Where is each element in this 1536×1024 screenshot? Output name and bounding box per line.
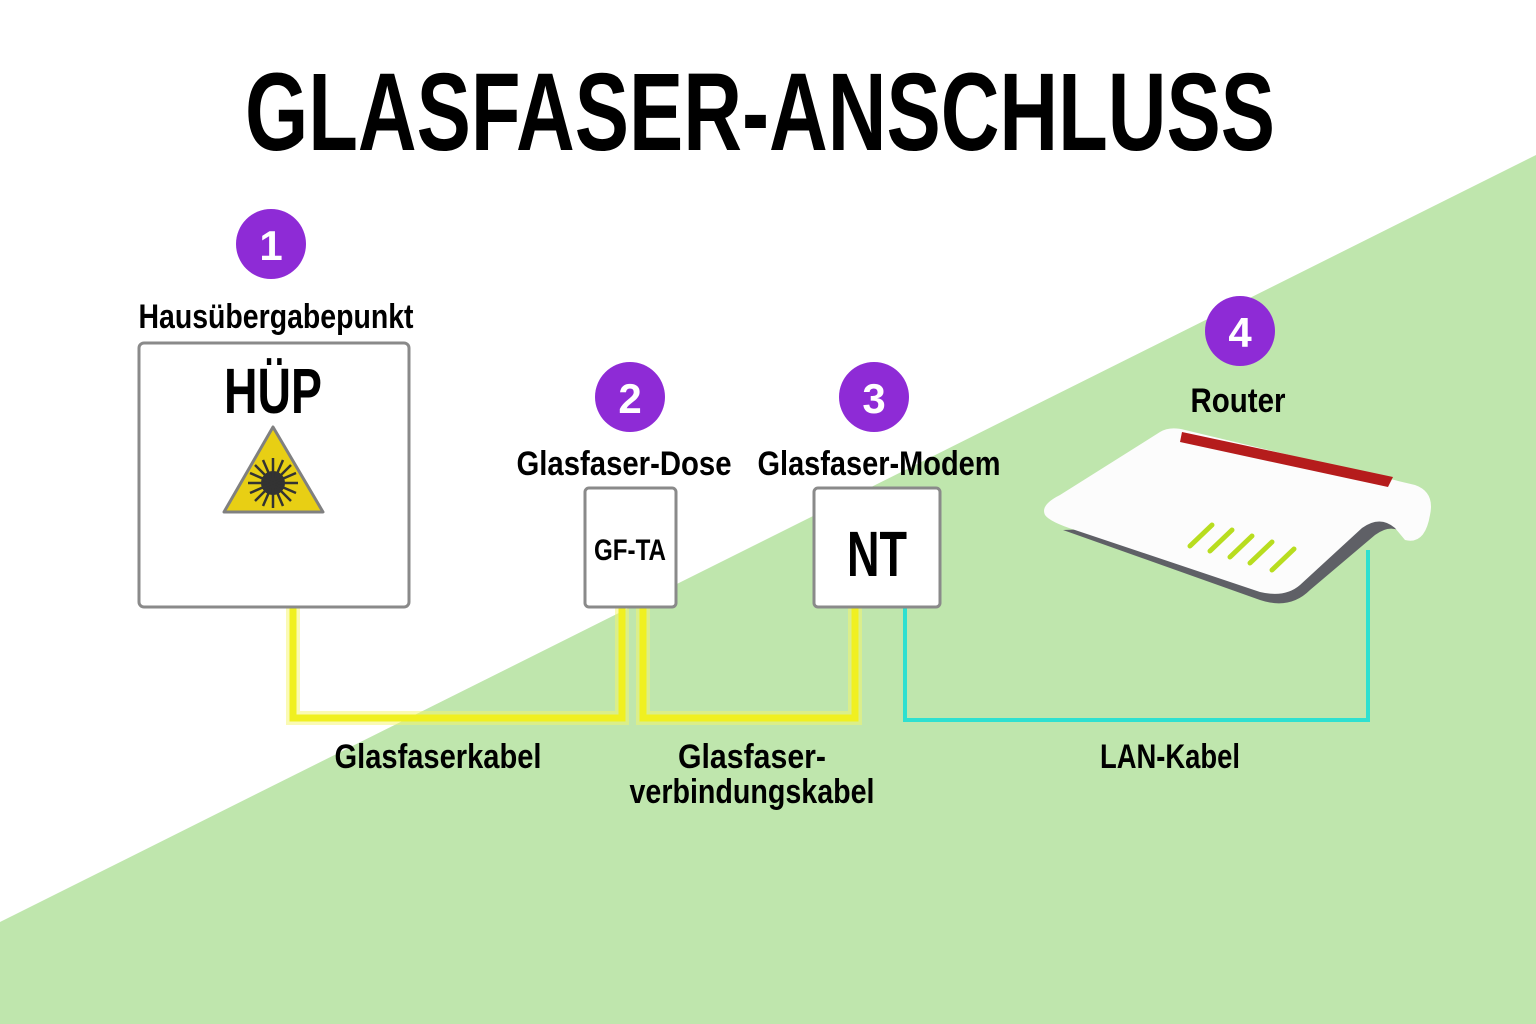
fiber-connection-cable-label-line2: verbindungskabel bbox=[630, 773, 875, 811]
step-1-number: 1 bbox=[259, 222, 282, 269]
step-1-badge bbox=[236, 209, 306, 279]
gf-ta-text: GF-TA bbox=[594, 534, 666, 567]
laser-warning-icon bbox=[222, 425, 325, 514]
step-3-number: 3 bbox=[862, 375, 885, 422]
step-3-badge bbox=[839, 362, 909, 432]
step-2-label: Glasfaser-Dose bbox=[517, 445, 732, 483]
step-4-label: Router bbox=[1191, 382, 1286, 420]
fiber-cable bbox=[289, 607, 626, 722]
step-1-label: Hausübergabepunkt bbox=[139, 298, 414, 336]
gf-ta-box bbox=[583, 486, 678, 609]
step-3-label: Glasfaser-Modem bbox=[758, 445, 1001, 483]
step-4-badge bbox=[1205, 296, 1275, 366]
fiber-connection-cable bbox=[639, 607, 859, 722]
cables bbox=[286, 550, 1370, 725]
background-green-area bbox=[0, 155, 1536, 1024]
fiber-connection-cable-label-line1: Glasfaser- bbox=[678, 738, 826, 776]
hup-text: HÜP bbox=[224, 355, 322, 427]
fiber-cable-label: Glasfaserkabel bbox=[335, 738, 542, 776]
nt-box bbox=[812, 486, 942, 609]
nt-text: NT bbox=[847, 518, 907, 590]
lan-cable-label: LAN-Kabel bbox=[1100, 738, 1240, 776]
router-icon bbox=[1044, 428, 1431, 604]
page-title: GLASFASER-ANSCHLUSS bbox=[245, 51, 1275, 174]
lan-cable bbox=[903, 550, 1370, 722]
step-2-badge bbox=[595, 362, 665, 432]
step-2-number: 2 bbox=[618, 375, 641, 422]
step-4-number: 4 bbox=[1228, 309, 1252, 356]
